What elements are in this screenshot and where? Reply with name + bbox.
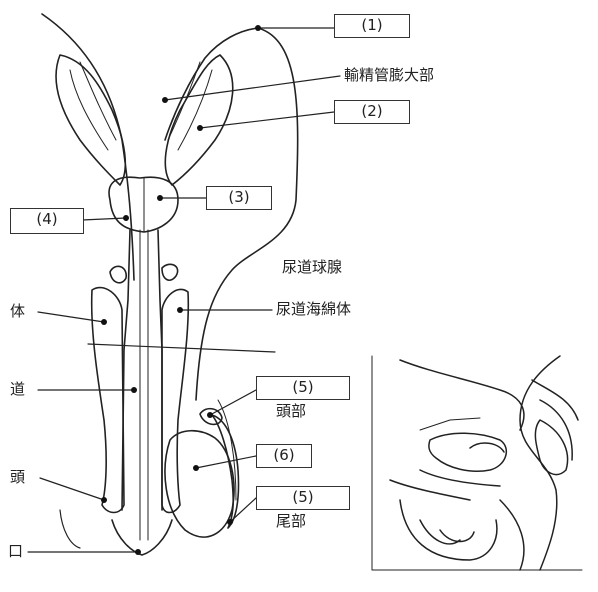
label-corpus-spongiosum: 尿道海綿体 — [276, 300, 351, 318]
sagittal-inset — [372, 356, 582, 570]
label-bulbourethral-gland: 尿道球腺 — [282, 258, 342, 276]
label-box-3: (3) — [206, 186, 272, 210]
label-box-6: (6) — [256, 444, 312, 468]
label-left-urethra: 道 — [10, 380, 25, 398]
label-box-2: (2) — [334, 100, 410, 124]
seminal-vesicle-right — [165, 55, 232, 185]
label-box-4: (4) — [10, 208, 84, 234]
label-ampulla: 輸精管膨大部 — [344, 66, 434, 84]
testis — [165, 431, 234, 537]
label-head: 頭部 — [276, 402, 306, 420]
label-left-glans: 頭 — [10, 468, 25, 486]
label-box-5-head: (5) — [256, 376, 350, 400]
label-box-5-tail: (5) — [256, 486, 350, 510]
label-tail: 尾部 — [276, 512, 306, 530]
label-left-body: 体 — [10, 302, 25, 320]
seminal-vesicle-left — [56, 55, 125, 185]
vas-deferens-left — [42, 14, 134, 280]
label-box-1: (1) — [334, 14, 410, 38]
label-left-opening: 口 — [8, 542, 23, 560]
bulbourethral-gland-left — [110, 266, 126, 282]
bulbourethral-gland-right — [162, 264, 178, 280]
